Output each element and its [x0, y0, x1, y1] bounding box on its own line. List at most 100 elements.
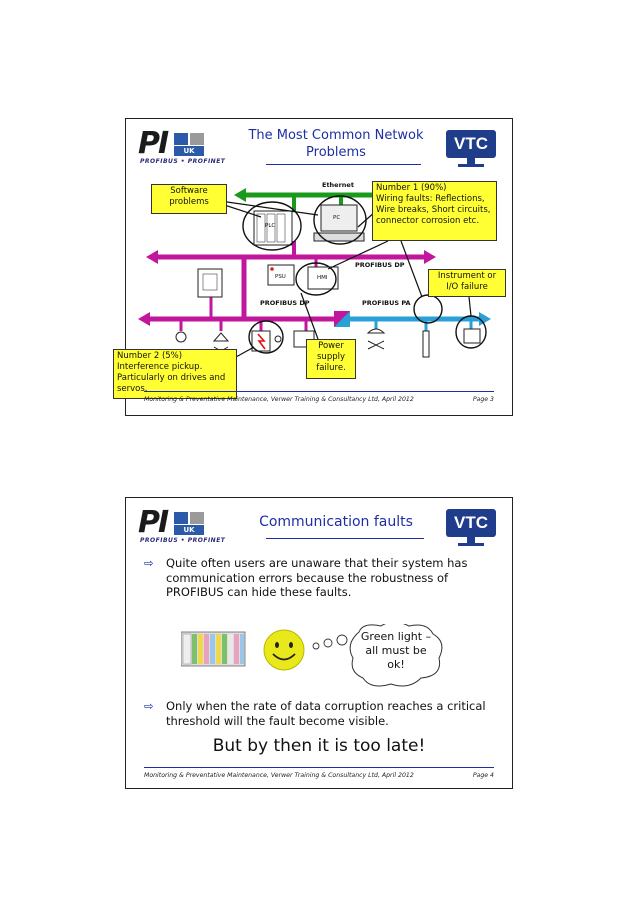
rack-slot-4	[204, 634, 209, 664]
profibus-dp-mid-label: PROFIBUS DP	[260, 299, 310, 307]
pa-sensor-probe	[422, 330, 430, 358]
psu-indicator	[270, 267, 274, 271]
pi-logo-text: PI	[138, 505, 169, 540]
field-sensor	[175, 331, 187, 343]
footer-text: Monitoring & Preventative Maintenance, V…	[144, 772, 414, 779]
pi-uk-logo: PI UK PROFIBUS • PROFINET	[138, 505, 238, 545]
bullet-2-text: Only when the rate of data corruption re…	[166, 699, 486, 728]
profibus-dp-top-label: PROFIBUS DP	[355, 261, 405, 269]
thought-dot-2	[323, 638, 333, 648]
smiley-right-eye	[289, 642, 293, 648]
title-line-2: Problems	[306, 145, 366, 160]
pa-valve-body	[367, 340, 385, 350]
dp-pa-coupler-half	[334, 311, 350, 327]
plc-device	[253, 210, 293, 246]
software-problems-callout: Software problems	[151, 184, 227, 214]
page-number: Page 3	[472, 396, 494, 403]
page-title: Communication faults	[259, 514, 413, 530]
logo-subtitle: PROFIBUS • PROFINET	[140, 537, 226, 544]
psu-label: PSU	[275, 274, 286, 280]
number1-pointer-2	[327, 240, 389, 270]
rack-slot-2	[192, 634, 197, 664]
instrument-pointer	[468, 296, 472, 317]
rack-slot-7	[222, 634, 227, 664]
plc-slot-1	[256, 213, 266, 243]
rack-slot-5	[210, 634, 215, 664]
problem-circle-drive	[248, 320, 284, 354]
ethernet-arrow-left	[234, 188, 246, 202]
logo-uk-badge: UK	[174, 525, 204, 535]
rack-slot-9	[234, 634, 239, 664]
pc-monitor	[320, 204, 358, 232]
number2-pointer	[235, 346, 255, 358]
power-supply-callout: Power supply failure.	[306, 339, 356, 379]
bullet-robustness: ⇨ Quite often users are unaware that the…	[144, 556, 504, 600]
page-number: Page 4	[472, 772, 494, 779]
plc-slot-2	[266, 213, 276, 243]
dp-upper-arrow-right	[424, 250, 436, 264]
logo-subtitle: PROFIBUS • PROFINET	[140, 158, 226, 165]
smiley-mouth	[272, 653, 296, 661]
rack-slot-10	[240, 634, 244, 664]
dp-upper-arrow-left	[146, 250, 158, 264]
power-pointer	[300, 292, 319, 340]
problem-circle-plc	[242, 201, 302, 251]
plc-label: PLC	[265, 223, 276, 229]
rack-slot-8	[228, 634, 233, 664]
bullet-1-text: Quite often users are unaware that their…	[166, 556, 468, 599]
too-late-text: But by then it is too late!	[212, 736, 426, 756]
rack-slot-6	[216, 634, 221, 664]
drive-motor	[274, 335, 282, 343]
vtc-logo-text: VTC	[446, 130, 496, 158]
number1-pointer-3	[400, 240, 423, 298]
dp-lower-arrow-left	[138, 312, 150, 326]
smiley-left-eye	[275, 642, 279, 648]
bullet-threshold: ⇨ Only when the rate of data corruption …	[144, 699, 504, 728]
logo-uk-badge: UK	[174, 146, 204, 156]
page-title: The Most Common Netwok Problems	[231, 127, 441, 161]
thought-bubble	[349, 624, 443, 687]
thought-dot-3	[336, 634, 348, 646]
slide-page-3: PI UK PROFIBUS • PROFINET The Most Commo…	[113, 118, 513, 416]
io-module	[197, 268, 223, 298]
footer-rule	[144, 391, 494, 392]
rack-slot-3	[198, 634, 203, 664]
smiley-face-icon	[263, 629, 305, 671]
instrument-failure-callout: Instrument or I/O failure	[428, 269, 506, 297]
illustration	[181, 624, 443, 687]
lightning-icon	[257, 333, 266, 350]
field-valve-actuator	[212, 332, 230, 342]
pi-logo-text: PI	[138, 126, 169, 161]
vtc-logo-text: VTC	[446, 509, 496, 537]
logo-square-grey	[190, 512, 204, 524]
io-module-panel	[202, 273, 218, 291]
rack-slot-1	[182, 633, 192, 665]
vtc-logo: VTC	[446, 509, 496, 547]
vtc-logo-stand	[467, 158, 475, 164]
slide-page-4: PI UK PROFIBUS • PROFINET Communication …	[125, 497, 513, 789]
pc-keyboard	[313, 232, 365, 242]
psu-device	[267, 264, 295, 286]
logo-square-grey	[190, 133, 204, 145]
thought-dot-1	[312, 642, 320, 650]
problem-circle-hmi	[295, 262, 337, 296]
footer-text: Monitoring & Preventative Maintenance, V…	[144, 396, 414, 403]
pi-uk-logo: PI UK PROFIBUS • PROFINET	[138, 126, 238, 166]
plc-slot-3	[276, 213, 286, 243]
bullet-arrow-icon: ⇨	[144, 699, 154, 713]
pa-arrow-right	[479, 312, 491, 326]
pa-valve-actuator	[366, 328, 386, 334]
vtc-logo-base	[458, 164, 484, 167]
title-line-1: The Most Common Netwok	[248, 128, 424, 143]
logo-square-blue	[174, 512, 188, 524]
bullet-arrow-icon: ⇨	[144, 556, 154, 570]
title-underline	[266, 164, 421, 165]
number1-title: Number 1 (90%)	[376, 183, 447, 193]
wiring-faults-callout: Number 1 (90%) Wiring faults: Reflection…	[372, 181, 497, 241]
thought-text: Green light – all must be ok!	[360, 630, 432, 671]
hmi-label: HMI	[317, 275, 328, 281]
pc-label: PC	[333, 215, 341, 221]
vtc-logo-base	[458, 543, 484, 546]
number1-body: Wiring faults: Reflections, Wire breaks,…	[376, 194, 491, 226]
vtc-logo-stand	[467, 537, 475, 543]
